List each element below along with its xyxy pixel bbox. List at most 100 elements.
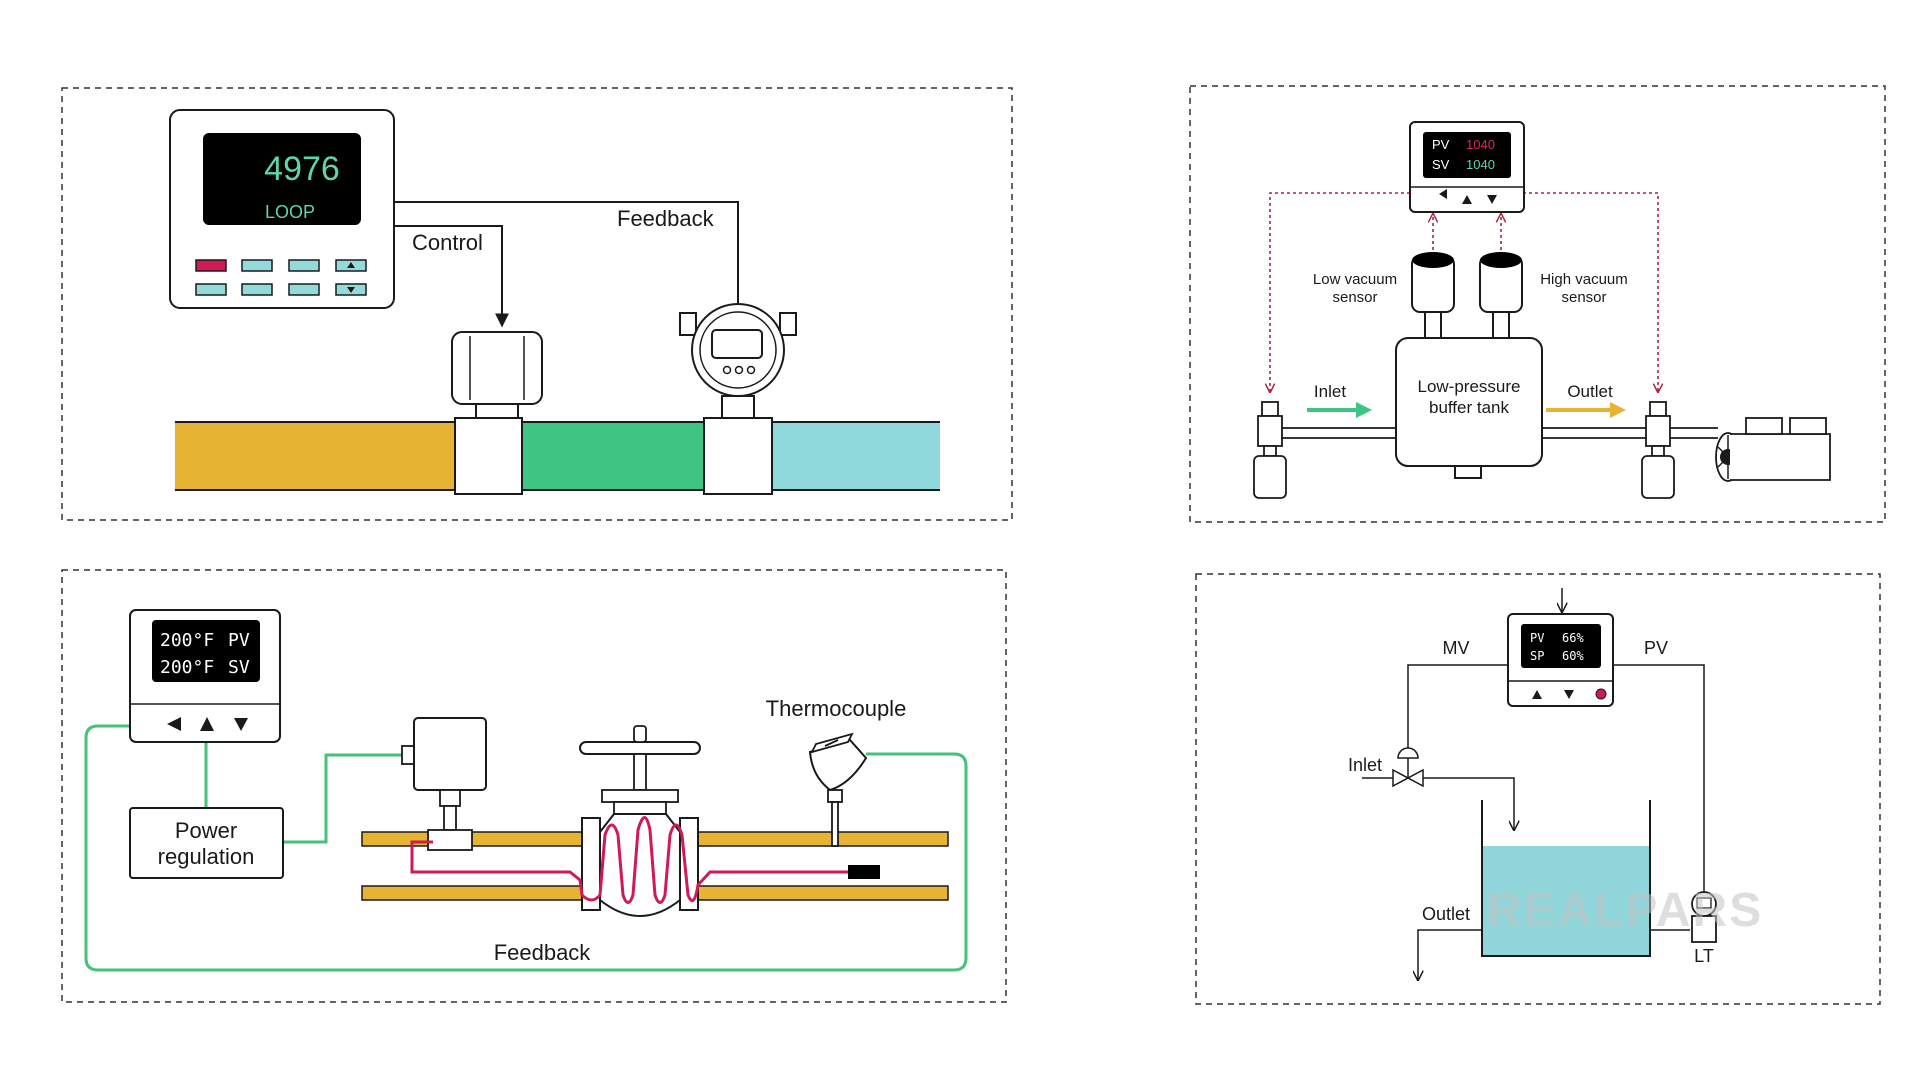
sp-value: 60% xyxy=(1562,649,1584,663)
controller-key-red[interactable] xyxy=(195,259,227,272)
pipe-section-orange xyxy=(175,422,455,490)
high-sensor-label: sensor xyxy=(1561,289,1606,306)
feedback-label: Feedback xyxy=(617,206,715,231)
record-button[interactable] xyxy=(1595,688,1607,700)
left-arrow-icon[interactable] xyxy=(167,717,181,731)
thermocouple-tip xyxy=(848,865,880,879)
inlet-flow-line xyxy=(1423,777,1514,830)
low-sensor-label: sensor xyxy=(1332,289,1377,306)
level-tank xyxy=(1481,800,1651,957)
sv-value: 1040 xyxy=(1466,157,1495,172)
inlet-label: Inlet xyxy=(1348,755,1382,775)
left-arrow-icon[interactable] xyxy=(1439,189,1447,199)
inlet-pressure-sensor xyxy=(1253,401,1287,499)
high-vacuum-sensor xyxy=(1479,252,1523,339)
controller-key[interactable] xyxy=(288,283,320,296)
control-signal-line xyxy=(394,225,509,328)
outlet-label: Outlet xyxy=(1422,904,1470,924)
signal-line-outlet xyxy=(1523,192,1658,392)
thermocouple-label: Thermocouple xyxy=(766,696,907,721)
watermark: REALPARS xyxy=(1487,884,1763,937)
pv-label: PV xyxy=(1432,137,1450,152)
display-value: 4976 xyxy=(264,150,340,188)
panel-border xyxy=(61,87,1013,521)
level-transmitter xyxy=(1650,891,1717,943)
panel-border xyxy=(1195,573,1881,1005)
tank-label: buffer tank xyxy=(1429,398,1510,417)
controller-display xyxy=(203,133,361,225)
controller-display xyxy=(152,620,260,682)
power-label: Power xyxy=(175,818,237,843)
mv-label: MV xyxy=(1443,638,1470,658)
signal-line-inlet xyxy=(1270,192,1410,392)
feedback-signal-line xyxy=(394,201,739,306)
thermocouple-sensor xyxy=(808,732,880,847)
panel-border xyxy=(1189,85,1886,523)
power-to-heater-wire xyxy=(283,753,402,844)
outlet-flow-line xyxy=(1418,929,1482,980)
buffer-tank: Low-pressure buffer tank xyxy=(1395,337,1543,479)
panel-vacuum: PV 1040 SV 1040 Low vacuum sensor High v… xyxy=(1189,85,1886,523)
flow-transmitter xyxy=(679,303,797,495)
vacuum-pump xyxy=(1715,417,1831,482)
outlet-pressure-sensor xyxy=(1641,401,1675,499)
tank-label: Low-pressure xyxy=(1418,377,1521,396)
power-regulation-box xyxy=(129,807,284,879)
controller-key[interactable] xyxy=(288,259,320,272)
control-label: Control xyxy=(412,230,483,255)
controller-key[interactable] xyxy=(195,283,227,296)
pv-value: 1040 xyxy=(1466,137,1495,152)
heating-element xyxy=(410,816,848,904)
down-arrow-icon xyxy=(347,287,355,293)
sv-reading: 200°F xyxy=(160,657,214,678)
sv-label: SV xyxy=(228,657,250,678)
controller-key[interactable] xyxy=(241,283,273,296)
display-mode: LOOP xyxy=(265,202,315,222)
down-arrow-icon[interactable] xyxy=(1564,690,1574,699)
controller-key[interactable] xyxy=(241,259,273,272)
panel-border xyxy=(61,569,1007,1003)
sv-label: SV xyxy=(1432,157,1450,172)
control-valve xyxy=(451,331,543,495)
mv-signal-line xyxy=(1407,664,1508,758)
inlet-label: Inlet xyxy=(1314,382,1346,401)
panel-flow-loop: 4976 LOOP Control Feedback xyxy=(61,87,1013,521)
sp-label: SP xyxy=(1530,649,1544,663)
panel-temperature: Feedback 200°F PV 200°F SV Power regulat… xyxy=(61,569,1007,1003)
low-vacuum-sensor xyxy=(1411,252,1455,339)
controller-display xyxy=(1423,132,1511,178)
heater-unit xyxy=(401,717,487,851)
controller-display xyxy=(1521,624,1601,668)
feedback-wire xyxy=(84,724,968,972)
loop-controller: 4976 LOOP xyxy=(169,109,395,309)
lt-label: LT xyxy=(1694,946,1714,966)
up-arrow-icon[interactable] xyxy=(1532,690,1542,699)
pv-value: 66% xyxy=(1562,631,1584,645)
pv-signal-line xyxy=(1613,664,1705,898)
pv-reading: 200°F xyxy=(160,630,214,651)
temperature-controller: 200°F PV 200°F SV xyxy=(129,609,281,743)
down-arrow-icon[interactable] xyxy=(234,718,248,731)
feedback-label: Feedback xyxy=(494,940,592,965)
pv-label: PV xyxy=(228,630,250,651)
low-sensor-label: Low vacuum xyxy=(1313,271,1397,288)
pipe-section-green xyxy=(522,422,704,490)
inlet-valve xyxy=(1392,747,1424,788)
power-label: regulation xyxy=(158,844,255,869)
down-arrow-icon[interactable] xyxy=(1487,195,1497,204)
up-arrow-icon xyxy=(347,262,355,268)
panel-level: MV PV PV 66% SP 60% Inlet xyxy=(1195,573,1881,1005)
pv-wire-label: PV xyxy=(1644,638,1668,658)
level-controller: PV 66% SP 60% xyxy=(1507,613,1614,707)
pv-label: PV xyxy=(1530,631,1544,645)
globe-valve xyxy=(579,725,701,918)
up-arrow-icon[interactable] xyxy=(200,717,214,731)
outlet-label: Outlet xyxy=(1567,382,1613,401)
pipe-section-cyan xyxy=(772,422,940,490)
high-sensor-label: High vacuum xyxy=(1540,271,1628,288)
inlet-arrow-icon xyxy=(1356,402,1372,418)
outlet-arrow-icon xyxy=(1610,402,1626,418)
up-arrow-icon[interactable] xyxy=(1462,195,1472,204)
vacuum-controller: PV 1040 SV 1040 xyxy=(1409,121,1525,213)
